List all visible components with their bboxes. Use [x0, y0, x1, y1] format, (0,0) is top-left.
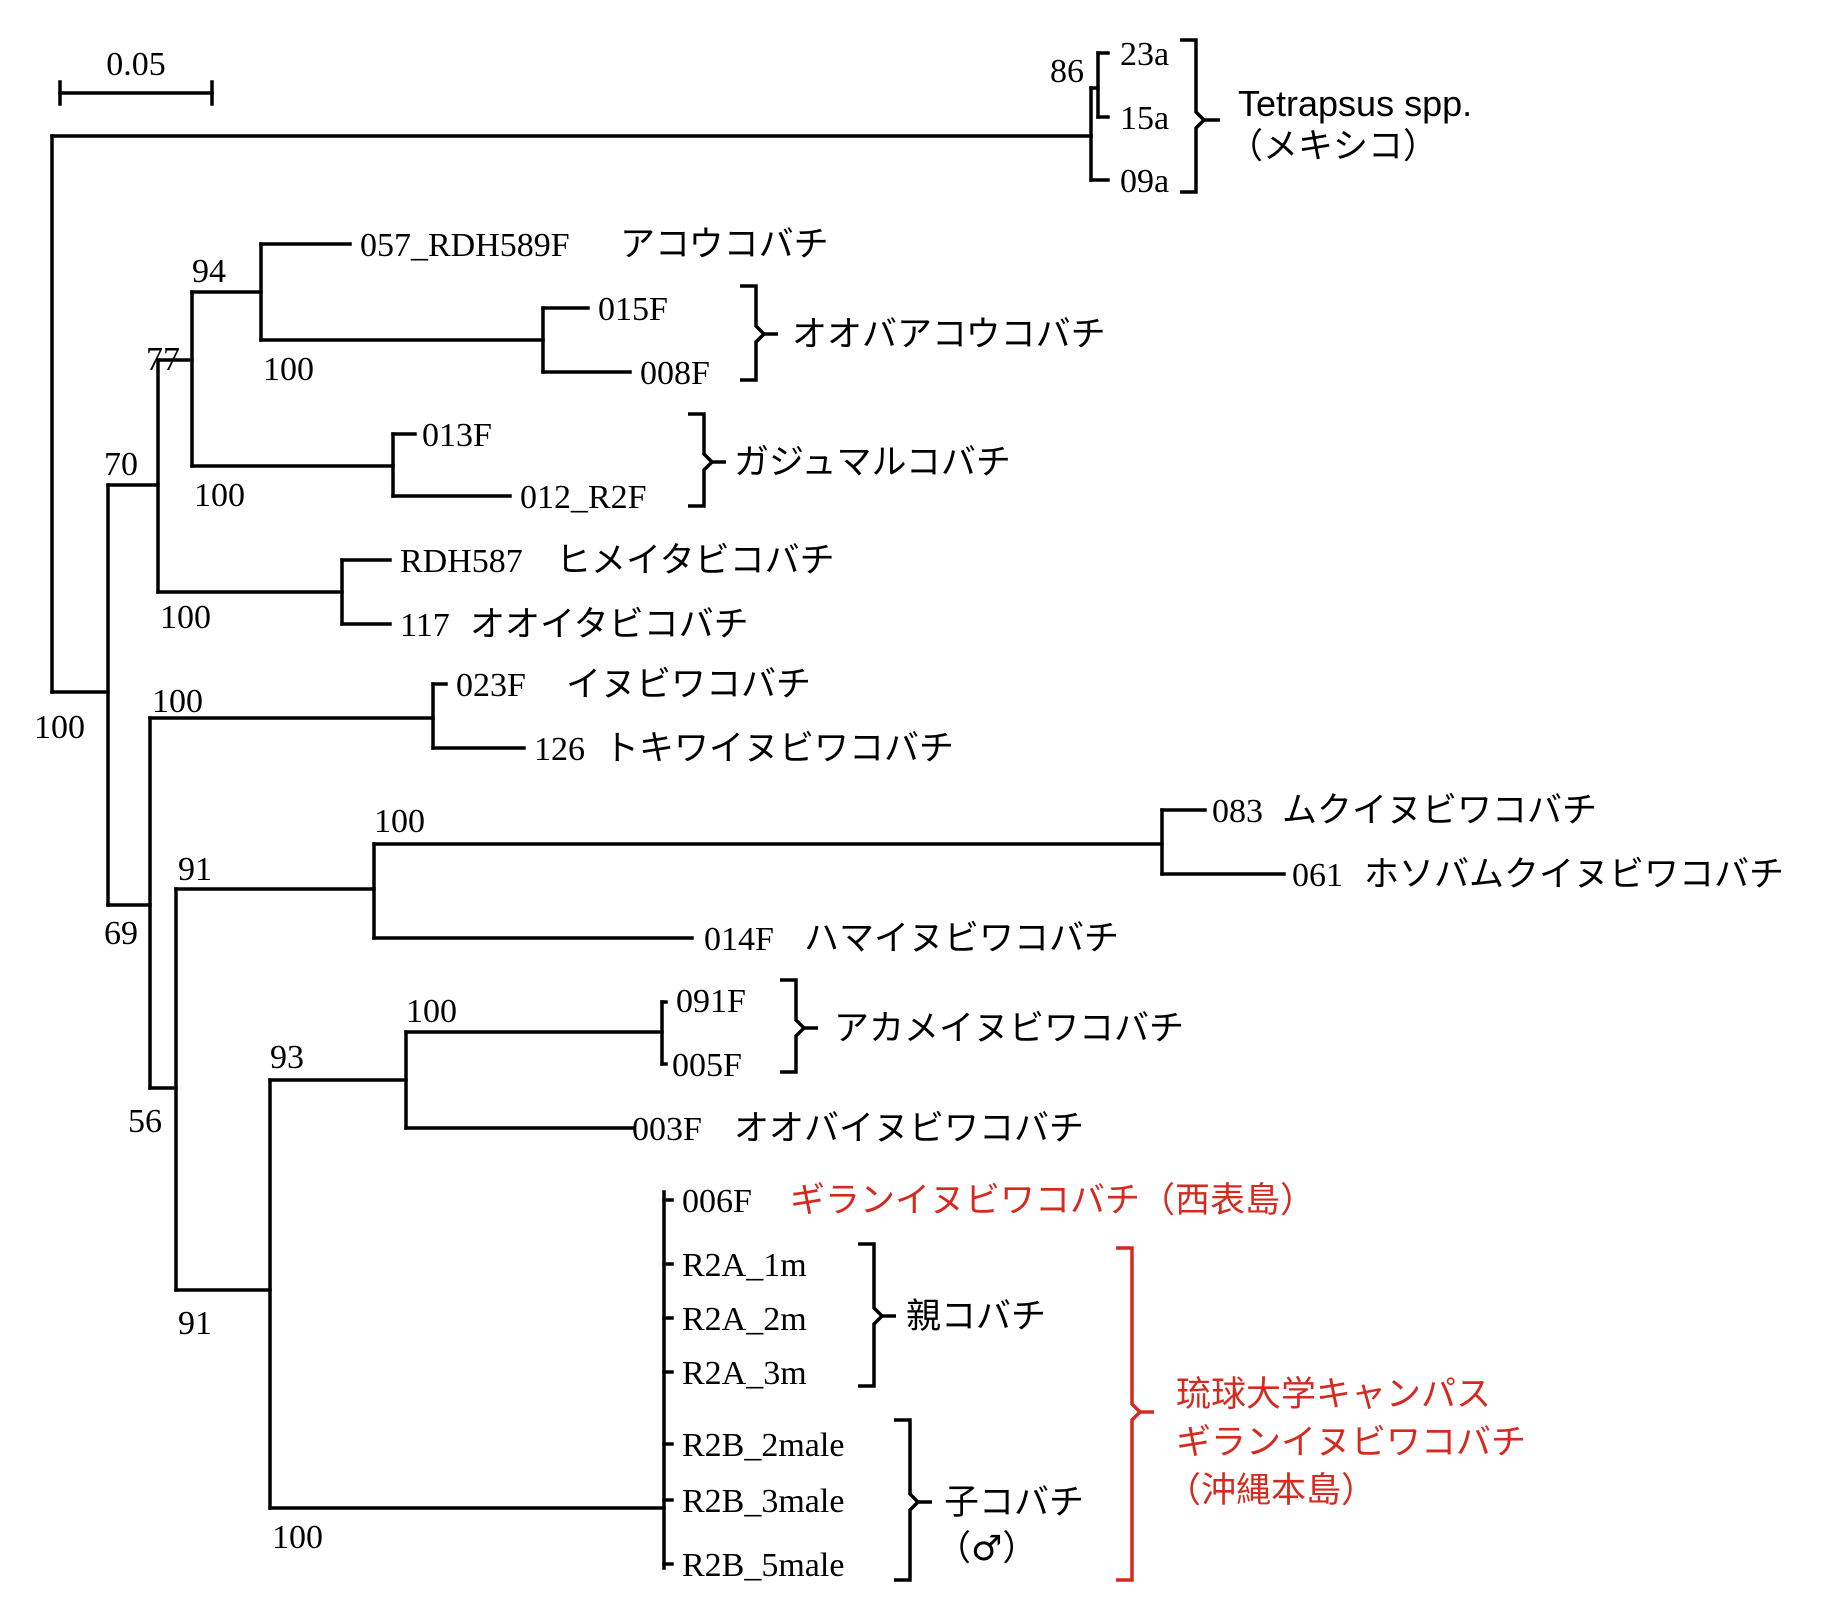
group-child-label: 子コバチ	[944, 1483, 1084, 1523]
species-muku: ムクイヌビワコバチ	[1282, 791, 1597, 831]
bootstrap-gajumaru: 100	[194, 477, 245, 514]
taxon-15a: 15a	[1120, 100, 1169, 137]
taxon-23a: 23a	[1120, 36, 1169, 73]
species-akame: アカメイヌビワコバチ	[834, 1009, 1184, 1049]
taxon-126: 126	[534, 731, 585, 768]
taxon-09a: 09a	[1120, 163, 1169, 200]
bootstrap-91-upper: 91	[178, 851, 212, 888]
taxon-006F: 006F	[682, 1183, 752, 1220]
bracket-child	[894, 1418, 921, 1582]
group-campus-line3: （沖縄本島）	[1166, 1471, 1376, 1511]
bootstrap-oobaakou: 100	[263, 351, 314, 388]
species-oobai: オオバイヌビワコバチ	[734, 1109, 1084, 1149]
species-gajumaru: ガジュマルコバチ	[734, 443, 1011, 483]
taxon-083: 083	[1212, 793, 1263, 830]
bracket-oobaakou	[740, 284, 767, 382]
species-tokiwa: トキワイヌビワコバチ	[604, 729, 954, 769]
taxon-061: 061	[1292, 857, 1343, 894]
bootstrap-inubiwa: 100	[152, 683, 203, 720]
bootstrap-91-lower: 91	[178, 1305, 212, 1342]
taxon-014F: 014F	[704, 921, 774, 958]
bootstrap-values: 100 86 94 77 70 100 100 100 100 100 91 6…	[34, 53, 1084, 1556]
bootstrap-himeitabi: 100	[160, 599, 211, 636]
species-akou: アコウコバチ	[620, 225, 829, 265]
taxon-023F: 023F	[456, 667, 526, 704]
bootstrap-77: 77	[146, 341, 180, 378]
taxon-R2A-1m: R2A_1m	[682, 1247, 807, 1284]
tree-branches	[50, 51, 1286, 1570]
taxon-057: 057_RDH589F	[360, 227, 570, 264]
bootstrap-root: 100	[34, 709, 85, 746]
scale-bar: 0.05	[58, 46, 214, 106]
species-oobaakou: オオバアコウコバチ	[792, 315, 1106, 355]
species-giran-iriomote: ギランイヌビワコバチ（西表島）	[790, 1181, 1315, 1221]
species-hamai: ハマイヌビワコバチ	[804, 919, 1119, 959]
bootstrap-muku: 100	[374, 803, 425, 840]
group-brackets: Tetrapsus spp. （メキシコ） オオバアコウコバチ ガジュマルコバチ…	[688, 38, 1526, 1582]
bootstrap-giran: 100	[272, 1519, 323, 1556]
taxon-012: 012_R2F	[520, 479, 647, 516]
taxon-R2B-5male: R2B_5male	[682, 1547, 844, 1584]
bootstrap-56: 56	[128, 1103, 162, 1140]
bootstrap-94: 94	[192, 253, 226, 290]
taxon-091F: 091F	[676, 983, 746, 1020]
taxon-117: 117	[400, 607, 450, 644]
group-parent-label: 親コバチ	[906, 1297, 1046, 1337]
bootstrap-69: 69	[104, 915, 138, 952]
bracket-akame	[780, 978, 807, 1074]
taxon-005F: 005F	[672, 1047, 742, 1084]
group-tetrapsus-region: （メキシコ）	[1228, 127, 1438, 167]
species-inubiwa: イヌビワコバチ	[566, 665, 811, 705]
species-himeitabi: ヒメイタビコバチ	[556, 541, 835, 581]
group-tetrapsus-name: Tetrapsus spp.	[1238, 83, 1472, 124]
group-campus-line1: 琉球大学キャンパス	[1176, 1375, 1491, 1415]
taxon-R2A-3m: R2A_3m	[682, 1355, 807, 1392]
bootstrap-akame: 100	[406, 993, 457, 1030]
bracket-gajumaru	[688, 412, 715, 508]
bootstrap-70: 70	[104, 446, 138, 483]
taxon-R2B-2male: R2B_2male	[682, 1427, 844, 1464]
taxon-008F: 008F	[640, 355, 710, 392]
bootstrap-93: 93	[270, 1039, 304, 1076]
scale-bar-label: 0.05	[106, 46, 166, 83]
bracket-parent	[858, 1242, 885, 1388]
species-ooitabi: オオイタビコバチ	[470, 605, 749, 645]
taxon-R2B-3male: R2B_3male	[682, 1483, 844, 1520]
bracket-campus	[1116, 1246, 1143, 1582]
group-child-sex: （♂）	[936, 1529, 1037, 1569]
bracket-tetrapsus	[1180, 38, 1207, 194]
taxon-013F: 013F	[422, 417, 492, 454]
species-hosoba: ホソバムクイヌビワコバチ	[1364, 855, 1784, 895]
taxon-labels: 23a 15a 09a 057_RDH589F アコウコバチ 015F 008F…	[360, 36, 1784, 1584]
taxon-RDH587: RDH587	[400, 543, 523, 580]
group-campus-line2: ギランイヌビワコバチ	[1176, 1423, 1526, 1463]
taxon-R2A-2m: R2A_2m	[682, 1301, 807, 1338]
bootstrap-outgroup: 86	[1050, 53, 1084, 90]
taxon-003F: 003F	[632, 1111, 702, 1148]
taxon-015F: 015F	[598, 291, 668, 328]
